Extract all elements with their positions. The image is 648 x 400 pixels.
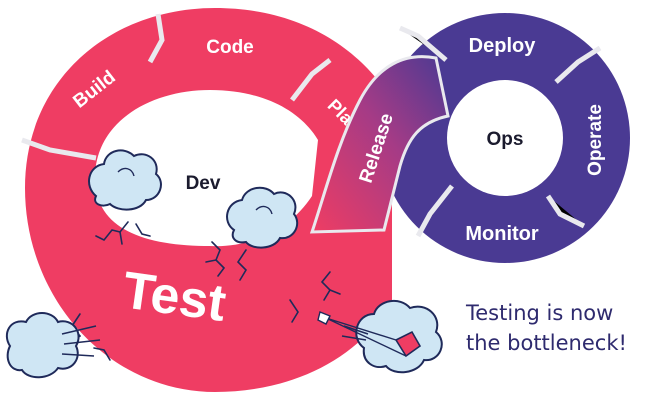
ops-center-label: Ops xyxy=(487,129,524,150)
dev-center-label: Dev xyxy=(186,173,221,194)
test-label: Test xyxy=(119,261,229,333)
dust-cloud-icon xyxy=(226,186,299,249)
ops-loop: Deploy Operate Monitor Ops xyxy=(380,13,630,263)
caption-line-2: the bottleneck! xyxy=(466,331,627,355)
ops-segment-monitor: Monitor xyxy=(465,223,539,245)
dust-cloud-icon xyxy=(88,149,162,211)
ops-segment-deploy: Deploy xyxy=(469,35,537,57)
dust-cloud-icon xyxy=(341,299,443,374)
crack-icon xyxy=(69,221,341,361)
dust-cloud-icon xyxy=(5,312,101,379)
caption-line-1: Testing is now xyxy=(465,301,613,325)
release-bridge: Release xyxy=(309,55,450,234)
ops-hole xyxy=(447,80,563,196)
ops-segment-operate: Operate xyxy=(585,104,606,176)
dev-segment-dividers xyxy=(21,13,332,161)
dev-segment-code: Code xyxy=(206,37,254,58)
pointed-rock-icon xyxy=(317,311,422,358)
caption: Testing is now the bottleneck! xyxy=(465,301,627,355)
dev-ring xyxy=(25,8,392,392)
ops-segment-dividers xyxy=(398,25,602,238)
release-band xyxy=(309,55,450,234)
